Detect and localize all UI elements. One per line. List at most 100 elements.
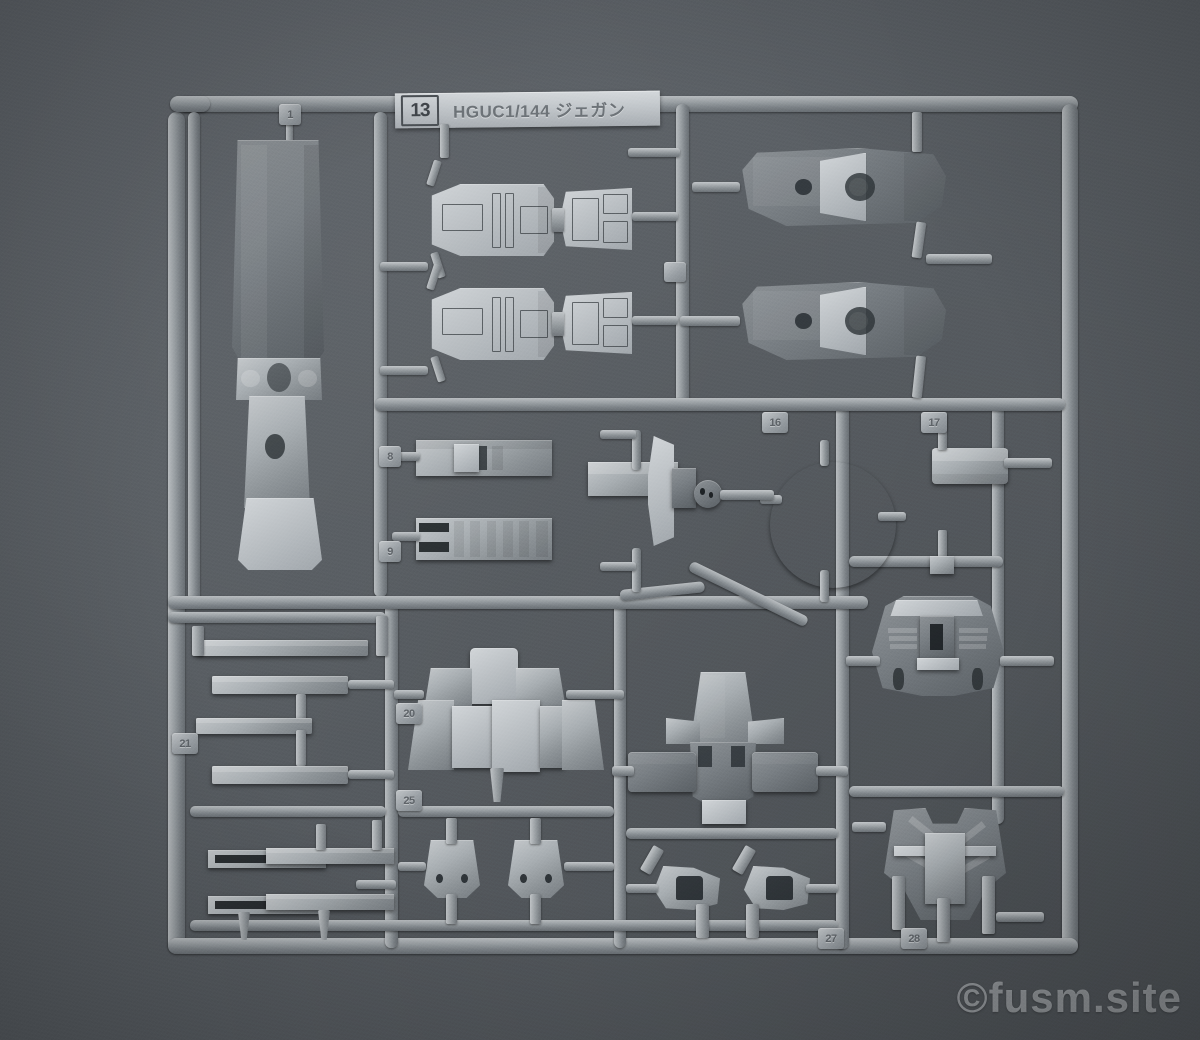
gate-backpack-lower-center (937, 898, 950, 942)
gate-bar-b-right (356, 880, 396, 889)
gate-skirt-2 (552, 312, 564, 336)
gate-backpack-lower-left (892, 876, 905, 930)
gate-upper-rail (628, 148, 680, 157)
runner-circular-ring (770, 462, 896, 588)
part-tag-27: 27 (818, 928, 844, 949)
center-vertical-fin (648, 436, 674, 546)
part-tag-17: 17 (921, 412, 947, 433)
gate-clip-right-bottom (530, 894, 541, 924)
runner-rail-right-mid (849, 556, 1003, 567)
gate-hand-left-side (626, 884, 658, 893)
runner-rail-col3 (836, 404, 849, 949)
torso-upper-block (692, 672, 754, 742)
gate-rod-a (348, 680, 394, 689)
gate-clip-right-top (530, 818, 541, 844)
torso-arm-right (752, 752, 818, 792)
ring-gate-top (820, 440, 829, 466)
runner-rail-inner-left (188, 112, 200, 602)
runner-frame-right (1062, 104, 1078, 952)
rod-part-top (196, 640, 368, 656)
torso-waist-tab (702, 800, 746, 824)
rod-part-c (212, 766, 348, 784)
runner-rail-bottom-inner (190, 920, 838, 931)
gate-backpack-lower-right (982, 876, 995, 934)
part-tag-unnumbered-a (664, 262, 686, 282)
gate-part-1 (286, 120, 293, 144)
gate-torso-right (816, 766, 848, 776)
ring-gate-right (878, 512, 906, 521)
skirt-armor-right-1 (560, 188, 632, 250)
hip-outer-right (562, 700, 604, 770)
part-tag-20: 20 (396, 703, 422, 724)
gate-skirt-1 (552, 208, 564, 232)
gate-backpack-upper-left (846, 656, 880, 666)
skirt-armor-right-2 (560, 292, 632, 354)
gate-skirt-1-top (426, 159, 442, 187)
gate-right-cylinder (1004, 458, 1052, 468)
clip-part-left (424, 840, 480, 898)
gate-rod-c (348, 770, 394, 779)
gate-backpack-upper-right (1000, 656, 1054, 666)
runner-label-plate: 13 HGUC1/144 ジェガン (394, 90, 661, 129)
runner-rail-lower-left-b (190, 806, 386, 817)
gate-backpack-lower-outer (996, 912, 1044, 922)
backpack-unit-upper (872, 596, 1004, 696)
part-tag-9: 9 (379, 541, 401, 562)
shield-upper-blade (232, 140, 324, 370)
gate-center-up-h (600, 430, 636, 439)
gate-upper-vert (440, 124, 449, 158)
runner-rail-lower-hands (626, 828, 838, 839)
gate-arm-1-top (912, 112, 922, 152)
gate-flat-bar-a-top (372, 820, 382, 850)
skirt-armor-left-1 (431, 184, 554, 256)
mid-block-8 (416, 440, 552, 476)
gate-center-down-h (600, 562, 636, 571)
gate-clip-left-top (446, 818, 457, 844)
gate-rod-b-down (296, 730, 306, 766)
gate-skirt-2-bottom (430, 355, 446, 383)
shield-joint-block (236, 358, 322, 400)
gate-backpack-lower-side (852, 822, 886, 832)
hand-part-right (744, 866, 810, 910)
gate-clip-left-side (398, 862, 426, 871)
gate-hip-right (566, 690, 624, 699)
gate-slot-bar-b-down (238, 912, 250, 940)
torso-shoulder-right (748, 718, 784, 744)
hip-center-plate (492, 700, 540, 772)
runner-rail-col6 (992, 404, 1004, 824)
flat-bar-a (266, 848, 394, 864)
runner-rail-lower-mid (398, 806, 614, 817)
part-tag-28: 28 (901, 928, 927, 949)
hip-inner-left (452, 706, 492, 768)
runner-rail-col1 (374, 112, 387, 597)
gate-hand-right-bottom (746, 904, 759, 938)
hip-inner-right (540, 706, 564, 768)
gate-torso-left (612, 766, 634, 776)
torso-lower-block (690, 742, 756, 804)
runner-frame-left (168, 112, 185, 952)
hand-part-left (654, 866, 720, 910)
gate-hand-left-top (639, 844, 665, 876)
part-tag-16: 16 (762, 412, 788, 433)
rod-part-b (196, 718, 312, 734)
runner-code: 13 (400, 94, 440, 127)
gate-clip-left-bottom (446, 894, 457, 924)
part-tag-8: 8 (379, 446, 401, 467)
arm-unit-1 (742, 148, 946, 226)
runner-rail-mid-upper (375, 398, 1065, 411)
part-tag-21: 21 (172, 733, 198, 754)
shield-mid-plate (244, 396, 310, 508)
mid-block-9 (416, 518, 552, 560)
gate-center-down (632, 548, 641, 592)
gate-right-backpack-link (938, 530, 947, 566)
gate-arm-1-left (692, 182, 740, 192)
gate-skirt-1-outer (632, 212, 678, 221)
gate-slot-bar-a-top (316, 824, 326, 850)
gate-center-ball (720, 490, 774, 500)
gate-center-up (632, 430, 641, 470)
hip-center-top (470, 648, 518, 704)
arm-unit-2 (742, 282, 946, 360)
gate-flat-bar-b-down (318, 910, 330, 940)
gate-skirt-rail-a (380, 262, 428, 271)
